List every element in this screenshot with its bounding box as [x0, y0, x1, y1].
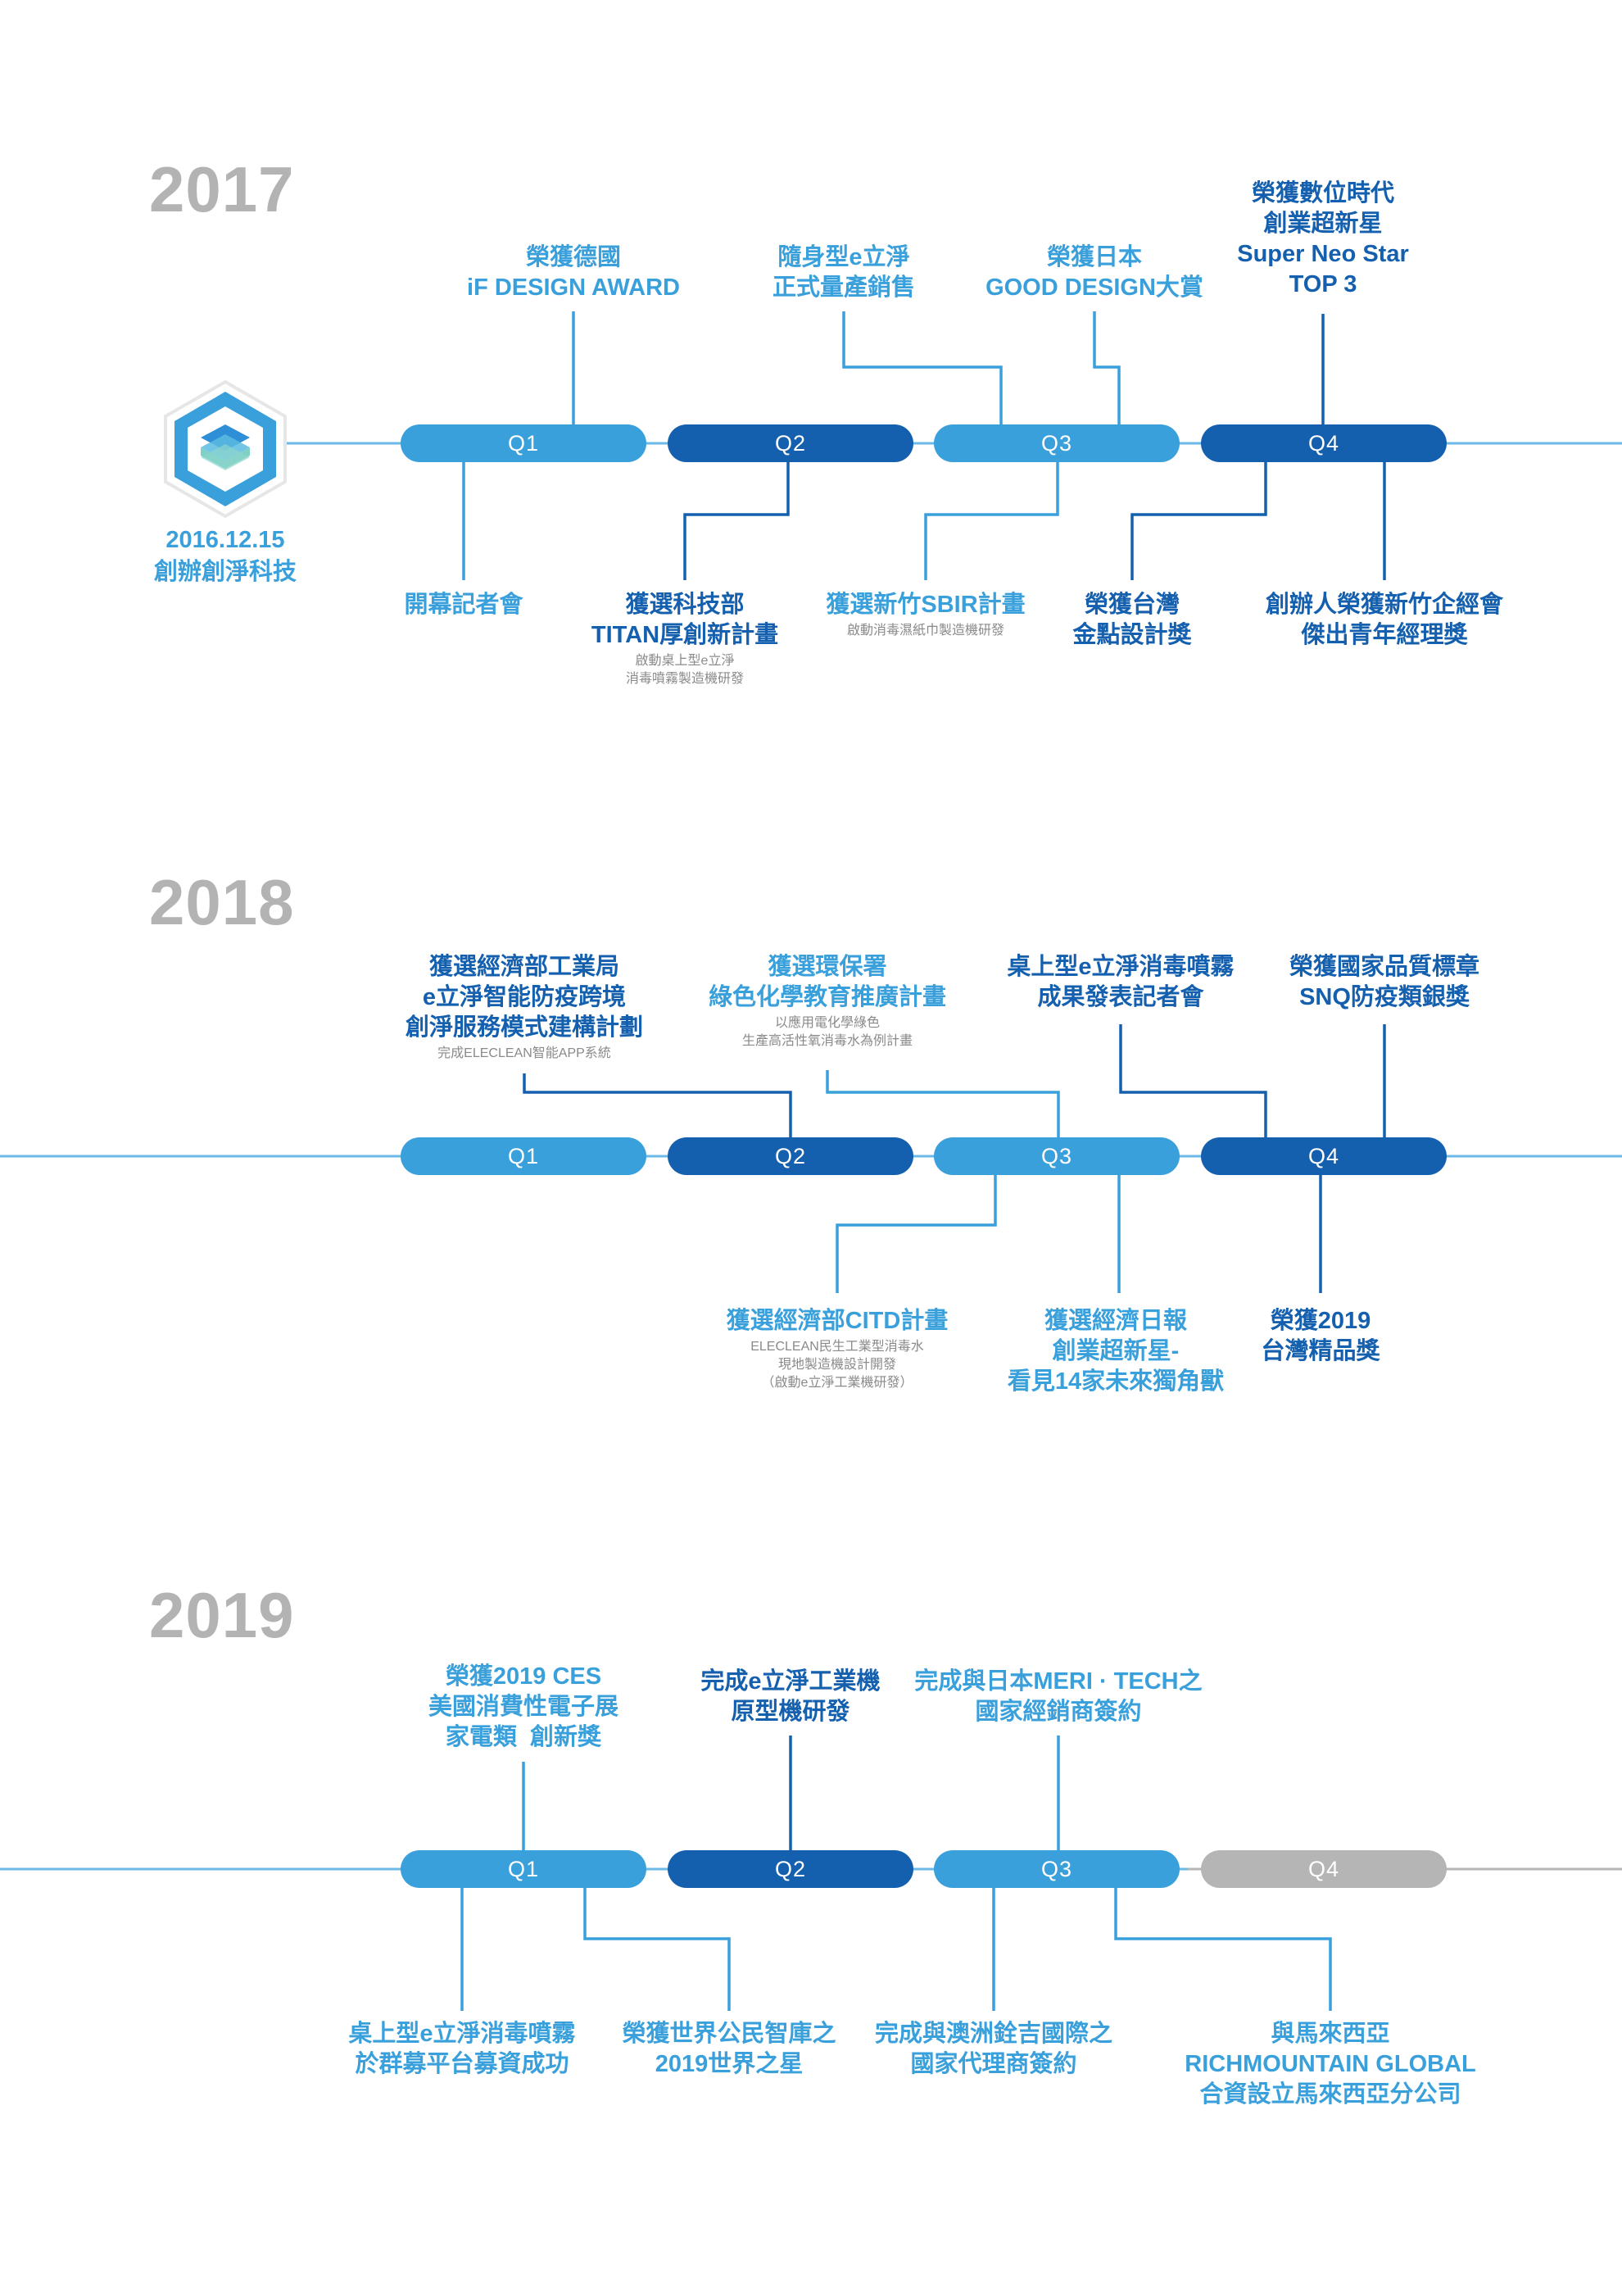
event-2018-snq: 榮獲國家品質標章 SNQ防疫類銀獎: [1289, 954, 1480, 1010]
quarter-2019-q4: Q4: [1201, 1850, 1447, 1888]
connector-2017-gooddesign: [1093, 311, 1121, 426]
event-2017-press-conference: 開幕記者會: [404, 592, 523, 618]
event-2018-epa-plan: 獲選環保署 綠色化學教育推廣計畫 以應用電化學綠色 生產高活性氧消毒水為例計畫: [708, 954, 947, 1048]
quarter-2017-q1: Q1: [401, 424, 646, 462]
connector-2018-spray: [1119, 1024, 1267, 1139]
connector-2018-itri: [523, 1073, 792, 1139]
quarter-2018-q3: Q3: [934, 1137, 1180, 1175]
quarter-2018-q2: Q2: [668, 1137, 913, 1175]
quarter-2019-q3: Q3: [934, 1850, 1180, 1888]
event-2017-if-design: 榮獲德國 iF DESIGN AWARD: [467, 244, 680, 301]
event-2017-sbir: 獲選新竹SBIR計畫 啟動消毒濕紙巾製造機研發: [826, 592, 1026, 638]
event-2017-titan: 獲選科技部 TITAN厚創新計畫 啟動桌上型e立淨 消毒噴霧製造機研發: [591, 592, 779, 686]
event-2019-australia: 完成與澳洲銓吉國際之 國家代理商簽約: [874, 2021, 1113, 2077]
quarter-2017-q2: Q2: [668, 424, 913, 462]
connector-2017-golden: [1130, 462, 1267, 580]
founding-label: 2016.12.15 創辦創淨科技: [154, 524, 297, 588]
event-2017-golden-pin: 榮獲台灣 金點設計獎: [1072, 592, 1192, 648]
event-2018-idb-plan: 獲選經濟部工業局 e立淨智能防疫跨境 創淨服務模式建構計劃 完成ELECLEAN…: [405, 954, 644, 1060]
connector-2018-epa: [826, 1070, 1060, 1139]
event-2019-malaysia: 與馬來西亞 RICHMOUNTAIN GLOBAL 合資設立馬來西亞分公司: [1185, 2021, 1476, 2108]
connector-2017-portable: [842, 311, 1003, 426]
event-2018-taiwan-excellence: 榮獲2019 台灣精品獎: [1261, 1308, 1380, 1364]
connector-2019-worldstar: [583, 1888, 731, 2011]
event-2017-good-design: 榮獲日本 GOOD DESIGN大賞: [985, 244, 1203, 301]
connector-2017-titan: [683, 462, 790, 580]
event-2019-ces: 榮獲2019 CES 美國消費性電子展 家電類 創新獎: [428, 1663, 619, 1750]
founding-text: 創辦創淨科技: [153, 559, 297, 585]
connector-2018-citd: [836, 1175, 997, 1293]
event-2019-industrial-prototype: 完成e立淨工業機 原型機研發: [700, 1668, 881, 1725]
event-2017-super-neo-star: 榮獲數位時代 創業超新星 Super Neo Star TOP 3: [1237, 180, 1409, 297]
event-2019-meri-tech: 完成與日本MERI · TECH之 國家經銷商簽約: [914, 1668, 1203, 1725]
event-2017-youth-manager: 創辦人榮獲新竹企經會 傑出青年經理獎: [1265, 592, 1504, 648]
event-2019-crowdfunding: 桌上型e立淨消毒噴霧 於群募平台募資成功: [348, 2021, 576, 2077]
event-2017-portable-production: 隨身型e立淨 正式量產銷售: [772, 244, 916, 301]
quarter-2019-q1: Q1: [401, 1850, 646, 1888]
year-heading-2017: 2017: [149, 153, 295, 225]
founding-date: 2016.12.15: [165, 527, 285, 553]
quarter-2018-q1: Q1: [401, 1137, 646, 1175]
event-2019-world-star: 榮獲世界公民智庫之 2019世界之星: [622, 2021, 836, 2077]
year-heading-2019: 2019: [149, 1579, 295, 1651]
quarter-2017-q3: Q3: [934, 424, 1180, 462]
event-2018-citd: 獲選經濟部CITD計畫 ELECLEAN民生工業型消毒水 現地製造機設計開發 （…: [726, 1308, 949, 1390]
connector-2017-sbir: [924, 462, 1059, 580]
quarter-2017-q4: Q4: [1201, 424, 1447, 462]
company-logo-hexagon-icon: [164, 379, 287, 519]
year-heading-2018: 2018: [149, 866, 295, 938]
event-2018-spray-launch: 桌上型e立淨消毒噴霧 成果發表記者會: [1007, 954, 1235, 1010]
quarter-2019-q2: Q2: [668, 1850, 913, 1888]
connector-2019-malaysia: [1114, 1888, 1332, 2011]
quarter-2018-q4: Q4: [1201, 1137, 1447, 1175]
event-2018-economic-daily: 獲選經濟日報 創業超新星- 看見14家未來獨角獸: [1007, 1308, 1225, 1395]
